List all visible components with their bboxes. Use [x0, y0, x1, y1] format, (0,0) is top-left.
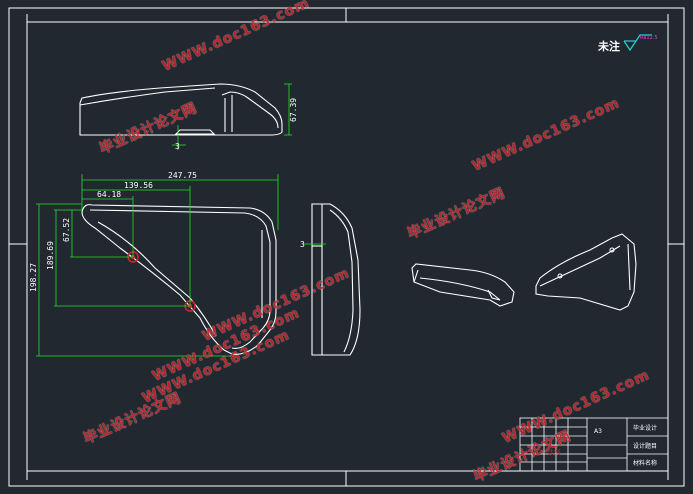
front-view-dimensions: [36, 174, 279, 357]
dim-top-height: 67.39: [289, 98, 298, 122]
top-view: [79, 83, 283, 136]
dim-width-2: 139.56: [124, 181, 153, 190]
iso-view-1: [411, 263, 515, 307]
top-view-axis: [172, 83, 292, 150]
section-mark-side: 3: [300, 240, 305, 249]
dim-height-1: 67.52: [62, 218, 71, 242]
side-view: [311, 203, 361, 356]
roughness-value: Ra12.5: [640, 35, 658, 41]
title-block-row2: 设计题目: [633, 443, 658, 450]
iso-view-2: [535, 233, 637, 311]
section-mark-top: 3: [175, 142, 180, 151]
title-block-row3: 材料名称: [633, 460, 658, 467]
center-marks: [9, 8, 684, 486]
title-block-scale: A3: [594, 428, 602, 435]
note-label: 未注: [598, 40, 620, 53]
title-block-row1: 毕业设计: [633, 425, 658, 432]
title-block-stamp: 比例: [548, 449, 561, 456]
title-block: [519, 417, 669, 472]
dim-width-3: 64.18: [97, 190, 121, 199]
dim-height-2: 189.69: [46, 241, 55, 270]
front-view: [81, 204, 277, 355]
dim-height-3: 198.27: [29, 263, 38, 292]
dim-overall-width: 247.75: [168, 171, 197, 180]
inner-frame: [26, 21, 669, 472]
roughness-symbol: [623, 34, 652, 52]
